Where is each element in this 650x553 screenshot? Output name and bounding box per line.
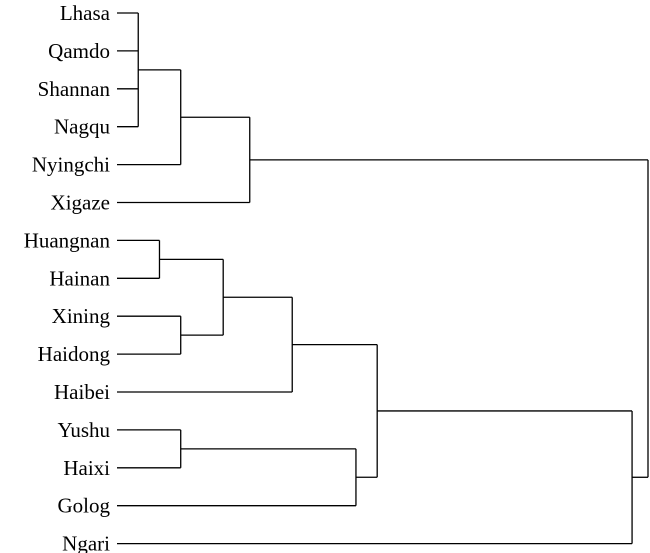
leaf-label: Haibei bbox=[54, 380, 110, 404]
leaf-label: Xigaze bbox=[51, 191, 110, 215]
leaf-label: Golog bbox=[58, 494, 111, 518]
leaf-label: Ngari bbox=[62, 532, 110, 553]
leaf-labels: LhasaQamdoShannanNagquNyingchiXigazeHuan… bbox=[24, 1, 111, 553]
leaf-label: Lhasa bbox=[60, 1, 111, 25]
leaf-label: Haixi bbox=[63, 456, 110, 480]
leaf-label: Yushu bbox=[57, 418, 110, 442]
leaf-label: Xining bbox=[52, 304, 111, 328]
dendrogram-links bbox=[117, 12, 649, 545]
leaf-label: Haidong bbox=[38, 342, 111, 366]
leaf-label: Huangnan bbox=[24, 228, 111, 252]
leaf-label: Nagqu bbox=[54, 115, 110, 139]
leaf-label: Hainan bbox=[49, 266, 110, 290]
leaf-label: Nyingchi bbox=[32, 153, 110, 177]
leaf-label: Shannan bbox=[38, 77, 111, 101]
leaf-label: Qamdo bbox=[48, 39, 110, 63]
